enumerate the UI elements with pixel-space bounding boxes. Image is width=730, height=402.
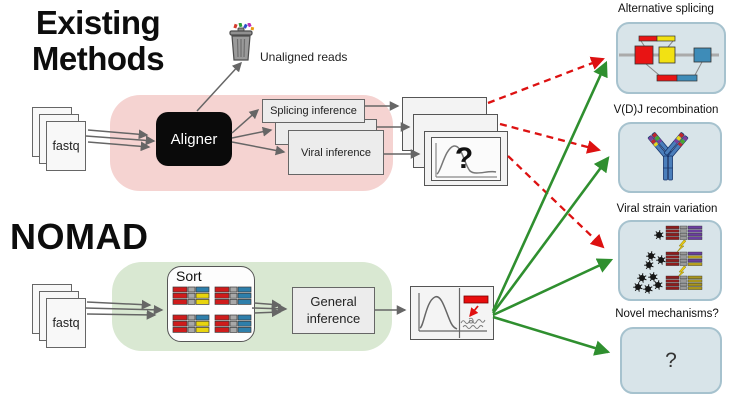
green-arrow-to-novel-mechanisms <box>492 315 611 356</box>
sort-box: Sort <box>167 266 255 342</box>
panel-label-alternative-splicing: Alternative splicing <box>618 3 714 15</box>
dashed-arrow-to-vdj <box>499 122 602 154</box>
viral-inference-box: Viral inference <box>288 130 384 175</box>
sorted-reads-graphic <box>172 286 252 333</box>
aligner-box: Aligner <box>156 112 232 166</box>
fastq-page: fastq <box>46 121 86 171</box>
panel-label-novel-mechanisms: Novel mechanisms? <box>615 308 719 320</box>
unknown-result-mark: ? <box>454 142 474 175</box>
viral-inference-label: Viral inference <box>300 146 372 159</box>
dashed-arrow-to-alternative-splicing <box>487 56 605 105</box>
trash-icon <box>229 23 255 61</box>
fastq-stack-nomad: fastq <box>32 284 86 348</box>
significant-hit-bar <box>463 295 489 304</box>
virus-strains-graphic <box>633 225 703 294</box>
splicing-isoforms-graphic <box>619 35 719 82</box>
distribution-curve <box>435 143 497 178</box>
general-inference-box: General inference <box>292 287 375 334</box>
significance-plot <box>418 288 489 338</box>
unaligned-reads-label: Unaligned reads <box>260 50 348 64</box>
vdj-recombination-panel <box>618 122 722 193</box>
mutation-bolt-icon <box>676 239 687 253</box>
dashed-arrow-to-viral-strain <box>507 155 605 249</box>
viral-strain-variation-panel <box>618 220 722 301</box>
nomad-output-plot <box>410 286 494 340</box>
sort-label: Sort <box>176 268 202 284</box>
panel-label-viral-strain-variation: Viral strain variation <box>616 203 718 215</box>
existing-methods-title: Existing Methods <box>31 4 165 78</box>
green-arrow-to-viral-strain <box>492 258 614 317</box>
mutation-bolt-icon <box>676 265 687 279</box>
fastq-label: fastq <box>52 316 80 330</box>
novel-mechanisms-panel: ? <box>620 327 722 394</box>
green-solid-arrows <box>491 60 614 356</box>
fastq-page: fastq <box>46 298 86 348</box>
fastq-stack-existing: fastq <box>32 107 86 171</box>
nomad-title: NOMAD <box>10 216 149 257</box>
hit-pointer-arrow <box>469 305 479 318</box>
fastq-label: fastq <box>52 139 80 153</box>
alternative-splicing-panel <box>616 22 726 94</box>
aligner-label: Aligner <box>170 130 218 148</box>
panel-label-vdj-recombination: V(D)J recombination <box>613 104 719 116</box>
green-arrow-to-vdj <box>491 156 610 314</box>
antibody-icon <box>647 132 689 181</box>
splicing-inference-label: Splicing inference <box>270 105 357 117</box>
splicing-inference-box: Splicing inference <box>262 99 365 123</box>
existing-output-plot <box>431 137 501 181</box>
green-arrow-to-alternative-splicing <box>491 60 608 312</box>
novel-question-mark: ? <box>665 348 677 372</box>
general-inference-label: General inference <box>306 293 361 326</box>
